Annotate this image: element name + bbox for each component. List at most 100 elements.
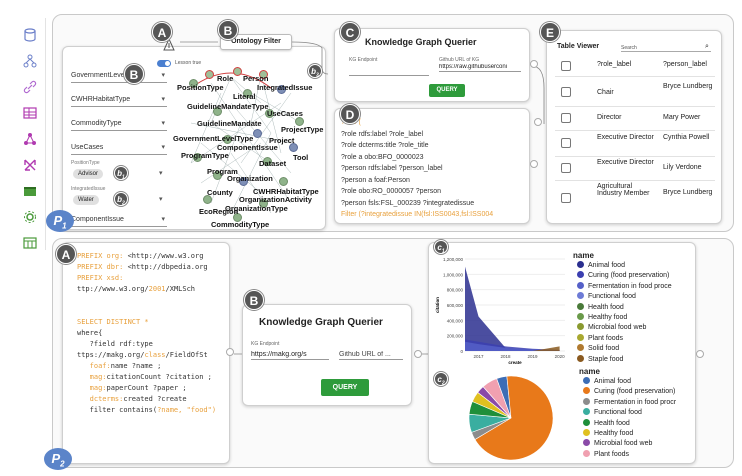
- legend-item[interactable]: Animal food: [577, 261, 625, 269]
- area-series[interactable]: [465, 346, 560, 351]
- graph-node[interactable]: [213, 171, 222, 180]
- table-icon[interactable]: [23, 106, 37, 120]
- query-line: ?role (: [341, 117, 527, 129]
- filter-select-1[interactable]: CWHRHabitatType: [71, 93, 167, 107]
- graph-node[interactable]: [265, 109, 274, 118]
- integrated-chip[interactable]: Water: [73, 195, 99, 205]
- card-icon[interactable]: [23, 184, 37, 198]
- legend-item[interactable]: Functional food: [583, 408, 642, 416]
- legend-item[interactable]: Health food: [577, 302, 624, 311]
- filter-select-0[interactable]: GovernmentLevelType: [71, 69, 167, 83]
- graph-node[interactable]: [233, 213, 242, 222]
- filter-select-3[interactable]: UseCases: [71, 141, 167, 155]
- code-token: mag:: [77, 384, 107, 392]
- code-token: filter contains(: [77, 406, 158, 414]
- graph-node[interactable]: [277, 85, 286, 94]
- graph-node[interactable]: [279, 177, 288, 186]
- table-row[interactable]: Executive Director Lily Verdone: [555, 157, 715, 181]
- database-icon[interactable]: [23, 28, 37, 42]
- row-checkbox[interactable]: [561, 113, 571, 123]
- legend-item[interactable]: Microbial food web: [583, 439, 652, 447]
- query-button[interactable]: QUERY: [321, 379, 369, 396]
- select-all-checkbox[interactable]: [561, 61, 571, 71]
- integrated-dropdown-icon[interactable]: ▾: [159, 196, 163, 203]
- x-axis-label: create: [508, 360, 522, 365]
- legend-item[interactable]: Solid food: [577, 344, 619, 352]
- legend-item[interactable]: Plant foods: [583, 449, 629, 458]
- row-checkbox[interactable]: [561, 193, 571, 203]
- pie-slice[interactable]: [474, 375, 554, 461]
- legend-item[interactable]: Healthy food: [583, 429, 633, 437]
- legend-item[interactable]: Fermentation in food proce: [577, 281, 672, 290]
- filter-select-2[interactable]: CommodityType: [71, 117, 167, 131]
- row-checkbox[interactable]: [561, 163, 571, 173]
- table-row[interactable]: Chair Bryce Lundberg: [555, 79, 715, 107]
- legend-item[interactable]: Staple food: [577, 354, 623, 363]
- area-series[interactable]: [465, 341, 560, 351]
- query-button[interactable]: QUERY: [429, 84, 465, 97]
- graph-node[interactable]: [223, 135, 232, 144]
- endpoint-field[interactable]: https://makg.org/s: [251, 351, 329, 360]
- row-checkbox[interactable]: [561, 138, 571, 148]
- legend-item[interactable]: Functional food: [577, 292, 636, 300]
- graph-node[interactable]: [233, 67, 242, 76]
- ontology-filter-button[interactable]: Ontology Filter: [220, 34, 292, 50]
- column-header[interactable]: ?role_label: [597, 61, 632, 68]
- table-row[interactable]: Director Mary Power: [555, 107, 715, 131]
- grid-icon[interactable]: [23, 236, 37, 250]
- graph-node[interactable]: [243, 89, 252, 98]
- legend-item[interactable]: Curing (food preservation): [577, 271, 669, 279]
- legend-item[interactable]: Animal food: [583, 377, 631, 385]
- legend-item[interactable]: Health food: [583, 418, 630, 427]
- github-field[interactable]: https://raw.githubuserconi: [439, 64, 521, 72]
- upload-icon[interactable]: [160, 37, 178, 52]
- legend-label: Solid food: [588, 345, 620, 353]
- x-tick-label: 2019: [528, 354, 539, 359]
- table-row[interactable]: Agricultural Industry Member Bryce Lundb…: [555, 181, 715, 215]
- graph-node[interactable]: [203, 195, 212, 204]
- pie-slice[interactable]: [482, 378, 512, 419]
- column-header[interactable]: ?person_label: [663, 61, 707, 68]
- connector-node: [530, 160, 538, 168]
- table-row[interactable]: Executive Director Cynthia Powell: [555, 131, 715, 157]
- position-dropdown-icon[interactable]: ▾: [159, 170, 163, 177]
- graph-label: Person: [243, 74, 269, 83]
- graph-node[interactable]: [295, 117, 304, 126]
- graph-node[interactable]: [289, 143, 298, 152]
- lesson-toggle[interactable]: [157, 60, 171, 67]
- area-series[interactable]: [465, 266, 560, 351]
- endpoint-field[interactable]: [349, 66, 429, 76]
- graph-node[interactable]: [253, 129, 262, 138]
- graph-node[interactable]: [259, 199, 268, 208]
- graph-node[interactable]: [259, 70, 268, 79]
- y-tick-label: 400,000: [447, 318, 464, 323]
- connection-icon[interactable]: [23, 158, 37, 172]
- person-cell: Bryce Lundberg: [663, 83, 713, 90]
- legend-item[interactable]: Healthy food: [577, 313, 627, 321]
- network-icon[interactable]: [23, 54, 37, 68]
- legend-item[interactable]: Fermentation in food procr: [583, 397, 677, 406]
- legend-label: Fermentation in food procr: [594, 398, 677, 406]
- legend-item[interactable]: Microbial food web: [577, 323, 646, 331]
- query-text[interactable]: ?role (?role rdfs:label ?role_label?role…: [341, 117, 527, 221]
- legend-item[interactable]: Curing (food preservation): [583, 387, 675, 395]
- graph-node[interactable]: [263, 157, 272, 166]
- link-icon[interactable]: [23, 80, 37, 94]
- github-field[interactable]: Github URL of ...: [339, 351, 403, 360]
- position-chip[interactable]: Advisor: [73, 169, 104, 179]
- graph-node[interactable]: [193, 153, 202, 162]
- graph-node[interactable]: [189, 79, 198, 88]
- graph-icon[interactable]: [23, 132, 37, 146]
- graph-node[interactable]: [239, 177, 248, 186]
- table-search-input[interactable]: Search: [621, 45, 711, 52]
- role-cell: Agricultural Industry Member: [597, 183, 650, 197]
- component-filter-select[interactable]: ComponentIssue: [71, 213, 167, 227]
- legend-label: Healthy food: [594, 430, 634, 437]
- row-checkbox[interactable]: [561, 87, 571, 97]
- graph-node[interactable]: [205, 70, 214, 79]
- settings-icon[interactable]: [23, 210, 37, 224]
- legend-item[interactable]: Plant foods: [577, 333, 623, 342]
- search-icon[interactable]: ⌕: [705, 43, 709, 50]
- graph-node[interactable]: [213, 107, 222, 116]
